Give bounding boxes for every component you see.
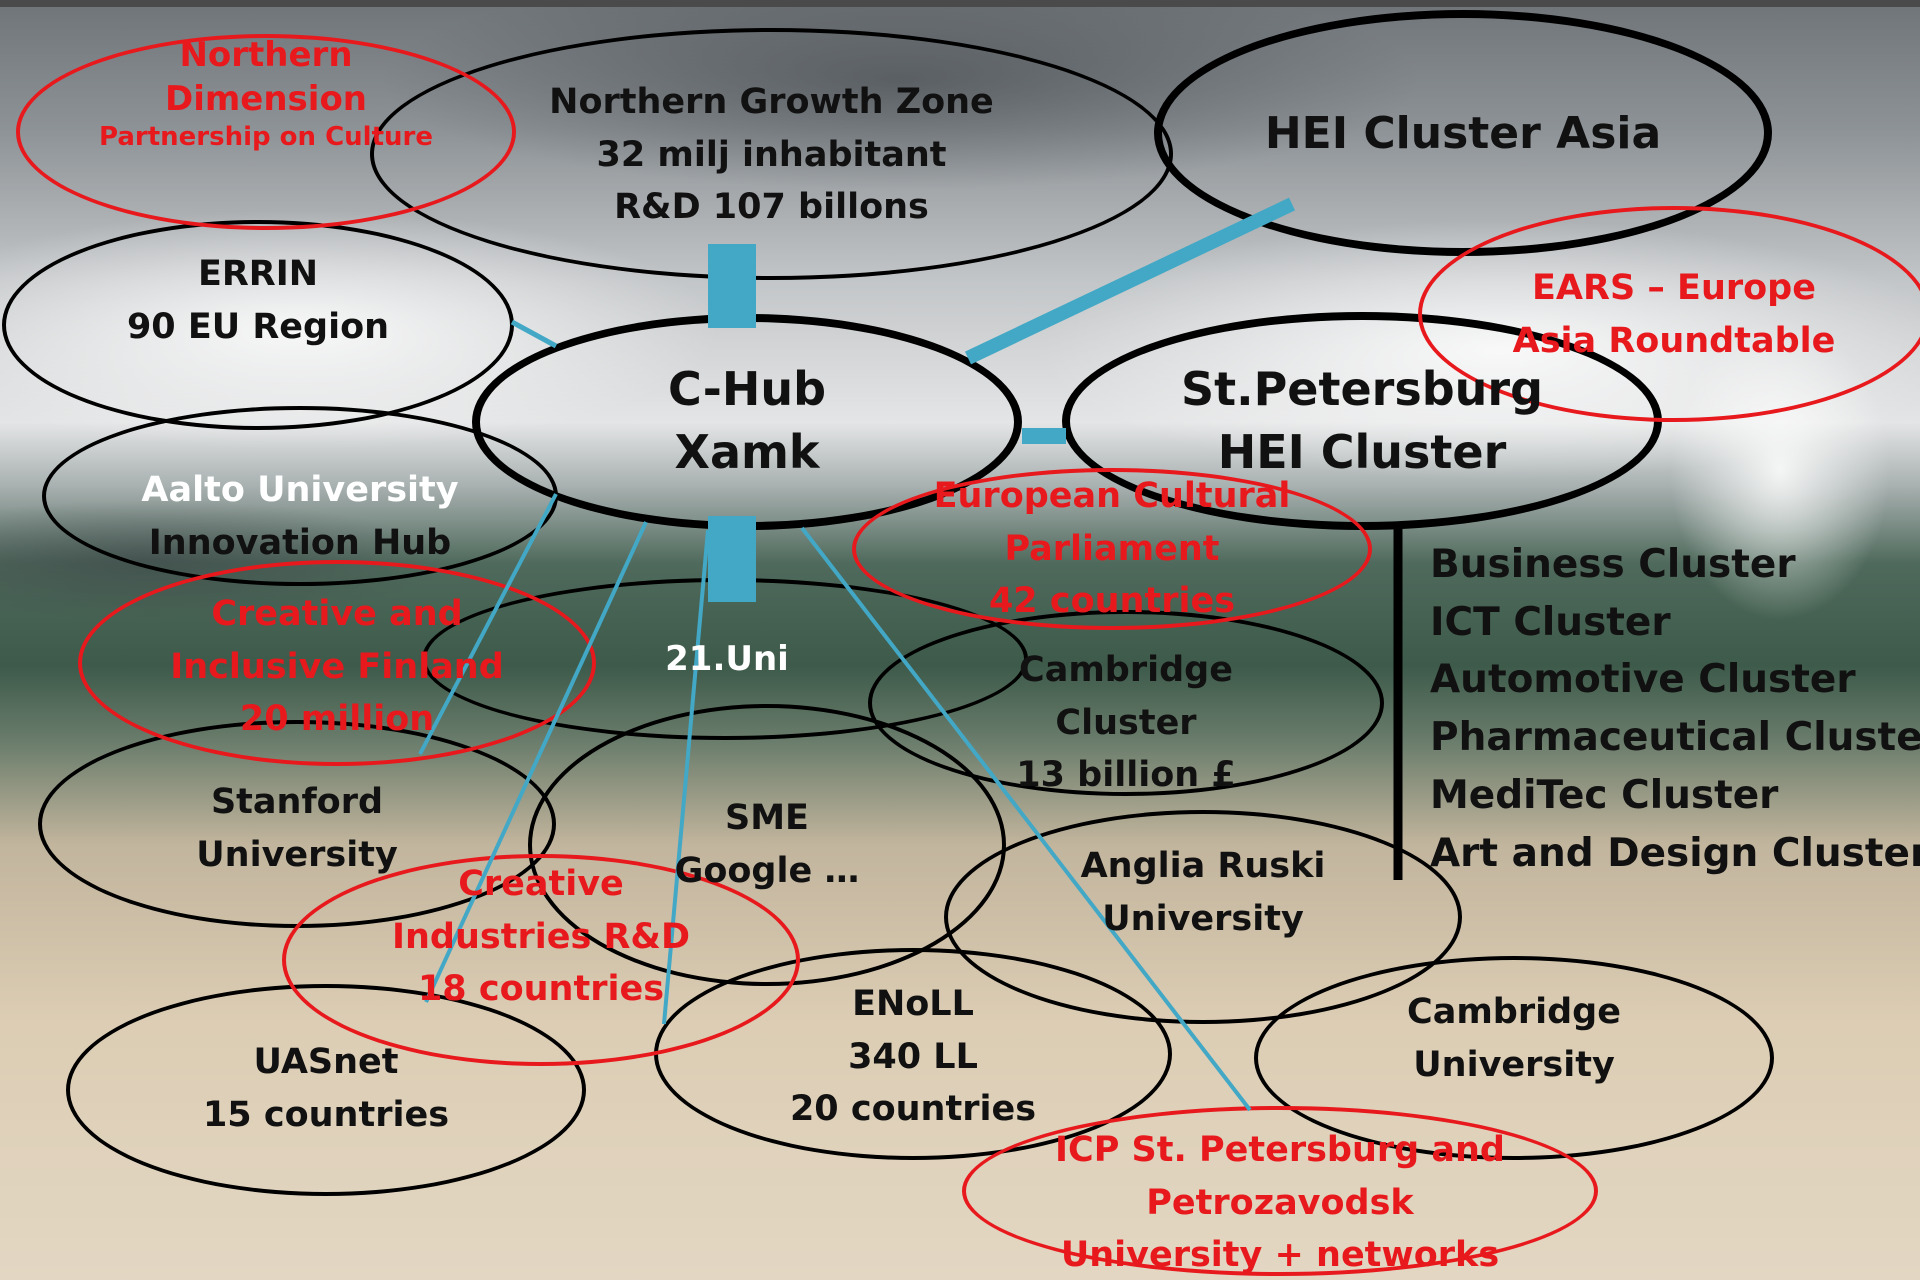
connector-chub-stpetersburg <box>1022 428 1066 444</box>
cluster-item: MediTec Cluster <box>1430 772 1779 818</box>
uni21-label: 21.Uni <box>665 639 789 679</box>
aalto-label: Aalto University Innovation Hub <box>141 470 459 563</box>
errin-label: ERRIN 90 EU Region <box>126 254 390 347</box>
northern-growth-zone-label: Northern Growth Zone 32 milj inhabitant … <box>549 82 994 227</box>
icp-label: ICP St. Petersburg and Petrozavodsk Univ… <box>1055 1130 1505 1275</box>
connector-chub-icp <box>800 526 1252 1112</box>
cluster-item: ICT Cluster <box>1430 599 1671 645</box>
connector-chub-uni21 <box>708 516 756 602</box>
connector-chub-uasnet <box>424 521 648 1003</box>
creative-industries-label: Creative Industries R&D 18 countries <box>391 864 690 1009</box>
northern-dimension-label: Northern Dimension Partnership on Cultur… <box>98 35 433 153</box>
northern-dimension-ellipse <box>16 34 516 230</box>
cluster-item: Automotive Cluster <box>1430 657 1856 703</box>
top-edge-bar <box>0 0 1920 7</box>
uasnet-label: UASnet 15 countries <box>202 1042 450 1135</box>
st-petersburg-label: St.Petersburg HEI Cluster <box>1180 362 1544 480</box>
sme-label: SME Google … <box>674 798 860 891</box>
european-cultural-ellipse <box>852 468 1372 630</box>
cluster-item: Pharmaceutical Cluster <box>1430 715 1920 761</box>
enoll-label: ENoLL 340 LL 20 countries <box>789 984 1037 1129</box>
connector-growth-chub <box>708 244 756 328</box>
creative-industries-ellipse <box>282 854 800 1066</box>
anglia-label: Anglia Ruski University <box>1080 846 1326 939</box>
cluster-list: Business Cluster ICT Cluster Automotive … <box>1430 536 1920 882</box>
c-hub-label: C-Hub Xamk <box>667 362 827 480</box>
cambridge-cluster-label: Cambridge Cluster 13 billion £ <box>1016 650 1236 795</box>
cluster-item: Business Cluster <box>1430 542 1796 587</box>
cambridge-university-label: Cambridge University <box>1407 992 1621 1085</box>
anglia-ellipse <box>944 810 1462 1024</box>
icp-ellipse <box>962 1106 1598 1276</box>
connector-chub-stanford <box>418 493 558 755</box>
ears-ellipse <box>1418 206 1920 422</box>
connector-chub-asia <box>964 197 1296 365</box>
stanford-label: Stanford University <box>196 782 398 875</box>
cluster-item: Art and Design Cluster <box>1430 830 1920 876</box>
connector-errin-chub <box>510 319 558 349</box>
hei-cluster-asia-label: HEI Cluster Asia <box>1264 108 1662 159</box>
european-cultural-label: European Cultural Parliament 42 countrie… <box>933 476 1291 621</box>
connector-chub-enoll <box>662 529 710 1025</box>
creative-inclusive-ellipse <box>78 560 596 766</box>
creative-inclusive-label: Creative and Inclusive Finland 20 millio… <box>170 594 504 739</box>
ears-label: EARS – Europe Asia Roundtable <box>1512 268 1836 361</box>
